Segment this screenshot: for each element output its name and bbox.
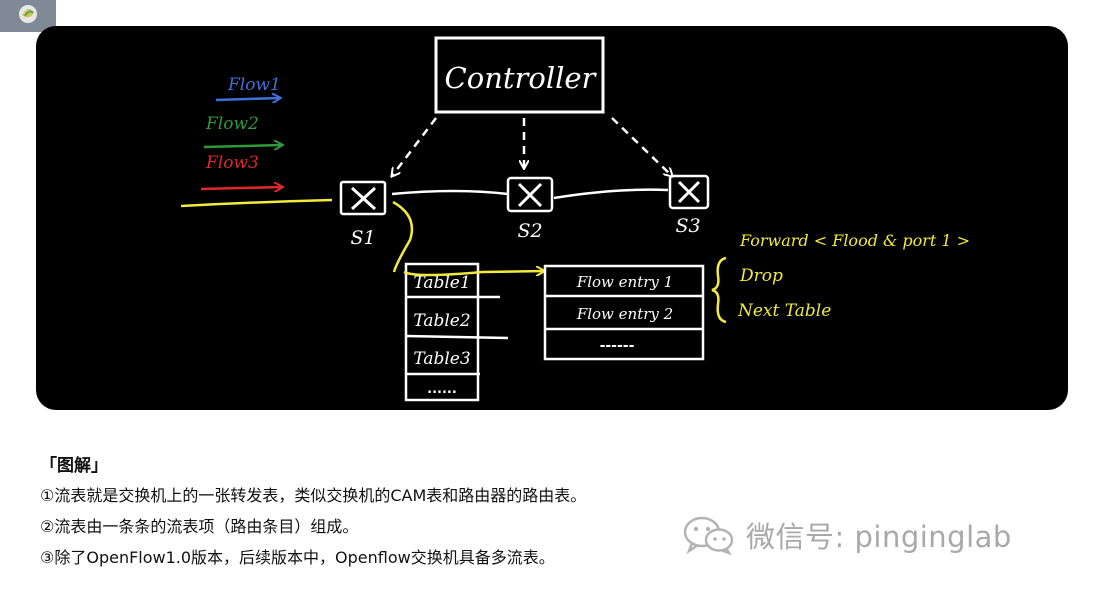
logo-emblem-icon (19, 5, 37, 23)
controller-s1-link (392, 117, 437, 176)
caption-title: 「图解」 (40, 456, 108, 476)
wechat-icon (683, 516, 734, 555)
s1-s2-link (391, 189, 509, 196)
table-1-label: Table1 (413, 273, 470, 293)
switch-s2: S2 (506, 176, 554, 242)
switch-s1-label: S1 (350, 227, 375, 249)
incoming-packet-path (180, 198, 333, 208)
site-logo (0, 0, 56, 32)
flow-3-label: Flow3 (205, 153, 259, 173)
watermark-text: 微信号: pinginglab (746, 520, 1012, 554)
table-2-label: Table2 (413, 311, 470, 331)
action-drop: Drop (739, 266, 783, 286)
s2-s3-link (553, 188, 669, 200)
table-more-label: ...... (427, 382, 457, 397)
flow-entry-table: Flow entry 1 Flow entry 2 ------ (543, 264, 705, 361)
caption-line-2: ②流表由一条条的流表项（路由条目）组成。 (40, 517, 359, 536)
controller-label: Controller (445, 61, 598, 95)
action-next-table: Next Table (737, 301, 831, 321)
watermark: 微信号: pinginglab (682, 514, 1012, 556)
flow-2-label: Flow2 (205, 114, 259, 134)
flow-entry-2: Flow entry 2 (576, 305, 673, 323)
controller-s3-link (611, 117, 672, 176)
table-pipeline: Table1 Table2 Table3 ...... (404, 262, 509, 402)
switch-s3: S3 (668, 174, 710, 237)
switch-s3-label: S3 (675, 215, 700, 237)
s1-to-table-path (392, 200, 414, 273)
flow-1: Flow1 (215, 75, 281, 100)
flow-3: Flow3 (200, 153, 282, 189)
actions-list: Forward < Flood & port 1 > Drop Next Tab… (737, 231, 970, 321)
table-to-entries-arrow (403, 271, 544, 277)
switch-s2-label: S2 (517, 220, 542, 242)
flow-entry-1: Flow entry 1 (576, 273, 673, 291)
caption-line-1: ①流表就是交换机上的一张转发表，类似交换机的CAM表和路由器的路由表。 (40, 486, 587, 505)
action-forward: Forward < Flood & port 1 > (739, 231, 970, 250)
switch-s1: S1 (339, 180, 387, 249)
actions-brace (711, 256, 727, 324)
controller-node: Controller (434, 36, 605, 114)
caption-block: 「图解」 ①流表就是交换机上的一张转发表，类似交换机的CAM表和路由器的路由表。… (40, 452, 680, 573)
flow-1-label: Flow1 (227, 75, 281, 95)
caption-line-3: ③除了OpenFlow1.0版本，后续版本中，Openflow交换机具备多流表。 (40, 548, 555, 567)
table-3-label: Table3 (413, 349, 470, 369)
flow-entry-more: ------ (600, 338, 635, 354)
diagram-board: Controller S1 S2 S3 Flow1 Flow2 Flow3 (36, 26, 1068, 410)
openflow-diagram: Controller S1 S2 S3 Flow1 Flow2 Flow3 (180, 36, 970, 402)
flow-2: Flow2 (203, 114, 282, 147)
